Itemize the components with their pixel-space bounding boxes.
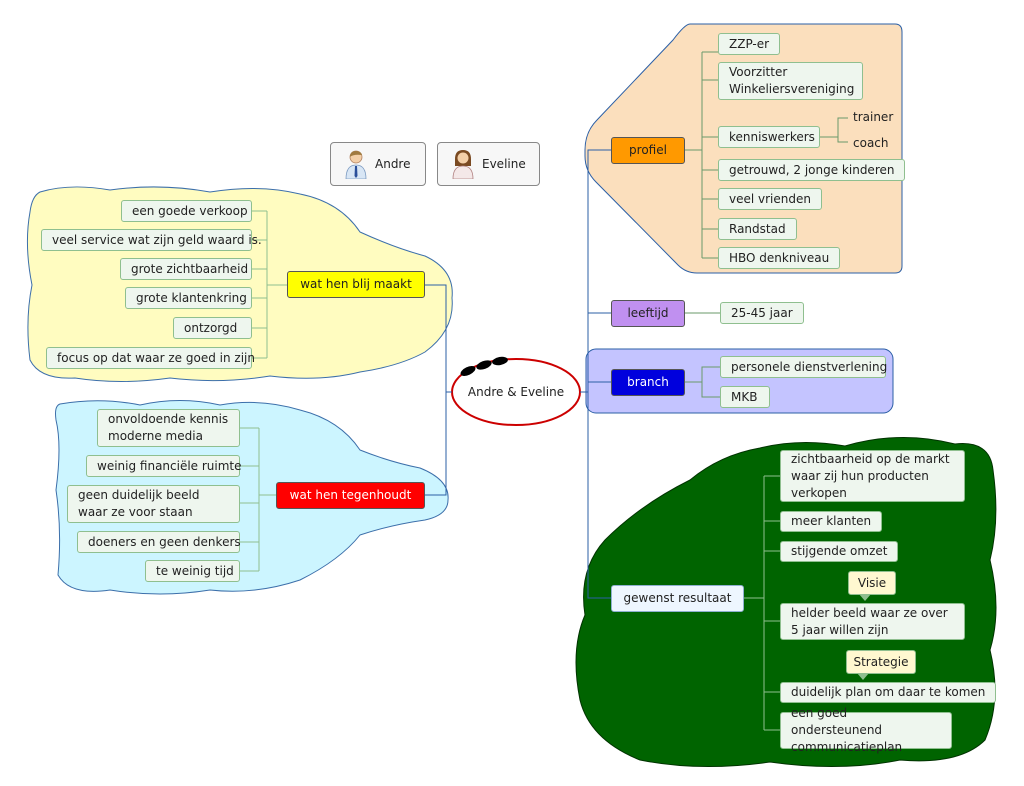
result-item-plan[interactable]: duidelijk plan om daar te komen (780, 682, 997, 703)
profiel-sub-trainer[interactable]: trainer (853, 109, 894, 124)
profiel-item-getrouwd[interactable]: getrouwd, 2 jonge kinderen (718, 159, 906, 181)
result-item-helder-beeld[interactable]: helder beeld waar ze over 5 jaar willen … (780, 603, 965, 640)
central-topic-label[interactable]: Andre & Eveline (467, 385, 565, 399)
result-item-zichtbaarheid[interactable]: zichtbaarheid op de markt waar zij hun p… (780, 450, 965, 502)
branch-item-mkb[interactable]: MKB (720, 386, 770, 408)
person-name-eveline: Eveline (482, 157, 526, 171)
result-connectors (744, 475, 780, 731)
branch-item-personele[interactable]: personele dienstverlening (720, 356, 887, 378)
tegen-item-beeld[interactable]: geen duidelijk beeld waar ze voor staan (67, 485, 240, 523)
blij-item-verkoop[interactable]: een goede verkoop (121, 200, 252, 222)
tegen-item-financieel[interactable]: weinig financiële ruimte (86, 455, 242, 477)
left-connectors (240, 210, 287, 572)
profiel-item-vrienden[interactable]: veel vrienden (718, 188, 822, 210)
blij-item-service[interactable]: veel service wat zijn geld waard is. (41, 229, 262, 251)
profiel-item-kenniswerkers[interactable]: kenniswerkers (718, 126, 820, 148)
profiel-item-hbo[interactable]: HBO denkniveau (718, 247, 841, 269)
woman-avatar-icon (452, 150, 474, 179)
person-card-eveline[interactable]: Eveline (437, 142, 540, 186)
central-topic-marker-3 (492, 356, 508, 366)
profiel-item-zzp[interactable]: ZZP-er (718, 33, 781, 55)
branch-wat-hen-tegenhoudt[interactable]: wat hen tegenhoudt (276, 482, 425, 509)
tegen-item-tijd[interactable]: te weinig tijd (145, 560, 240, 582)
profiel-item-randstad[interactable]: Randstad (718, 218, 797, 240)
profiel-sub-coach[interactable]: coach (853, 135, 889, 150)
branch-leeftijd[interactable]: leeftijd (611, 300, 685, 327)
branch-profiel[interactable]: profiel (611, 137, 685, 164)
result-item-klanten[interactable]: meer klanten (780, 511, 883, 532)
result-item-omzet[interactable]: stijgende omzet (780, 541, 899, 562)
branch-wat-hen-blij-maakt[interactable]: wat hen blij maakt (287, 271, 425, 298)
blij-item-ontzorgd[interactable]: ontzorgd (173, 317, 252, 339)
profiel-connectors (685, 51, 848, 398)
man-avatar-icon (345, 150, 367, 179)
person-name-andre: Andre (375, 157, 411, 171)
blij-item-zichtbaarheid[interactable]: grote zichtbaarheid (120, 258, 252, 280)
tegen-item-kennis[interactable]: onvoldoende kennis moderne media (97, 409, 240, 447)
leeftijd-item[interactable]: 25-45 jaar (720, 302, 804, 324)
callout-visie[interactable]: Visie (848, 571, 896, 601)
blij-item-focus[interactable]: focus op dat waar ze goed in zijn (46, 347, 255, 369)
branch-gewenst-resultaat[interactable]: gewenst resultaat (611, 585, 744, 612)
result-item-communicatieplan[interactable]: een goed ondersteunend communicatieplan (780, 706, 952, 754)
branch-branch[interactable]: branch (611, 369, 685, 396)
tegen-item-doeners[interactable]: doeners en geen denkers (77, 531, 241, 553)
connectors (425, 149, 611, 599)
central-topic-marker-1 (460, 366, 476, 376)
callout-strategie[interactable]: Strategie (846, 650, 916, 680)
central-topic-marker-2 (476, 360, 492, 370)
person-card-andre[interactable]: Andre (330, 142, 426, 186)
profiel-item-voorzitter[interactable]: Voorzitter Winkeliersvereniging (718, 62, 863, 100)
blij-item-klantenkring[interactable]: grote klantenkring (125, 287, 252, 309)
